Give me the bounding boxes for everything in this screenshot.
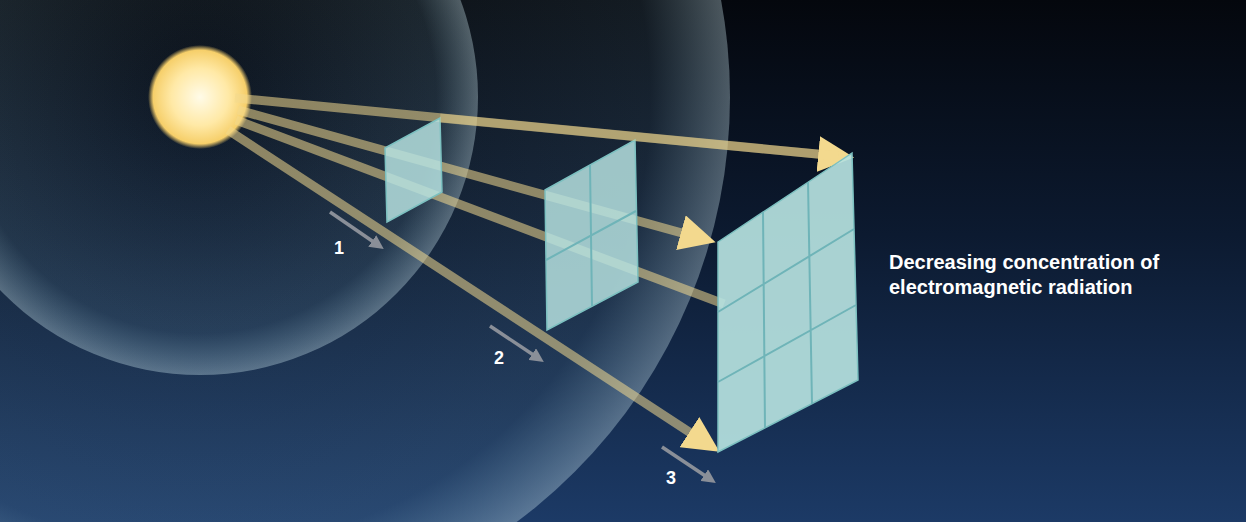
area-patch-1 — [385, 118, 442, 222]
caption-note: Decreasing concentration of electromagne… — [889, 250, 1219, 300]
callout-number: 1 — [334, 238, 344, 259]
inner-sphere — [0, 0, 478, 375]
outer-sphere — [0, 0, 730, 522]
area-patch-3 — [718, 153, 858, 452]
direction-arrows — [330, 212, 710, 479]
area-patch-2 — [545, 140, 638, 330]
callout-number: 2 — [494, 348, 504, 369]
callout-number: 3 — [666, 468, 676, 489]
